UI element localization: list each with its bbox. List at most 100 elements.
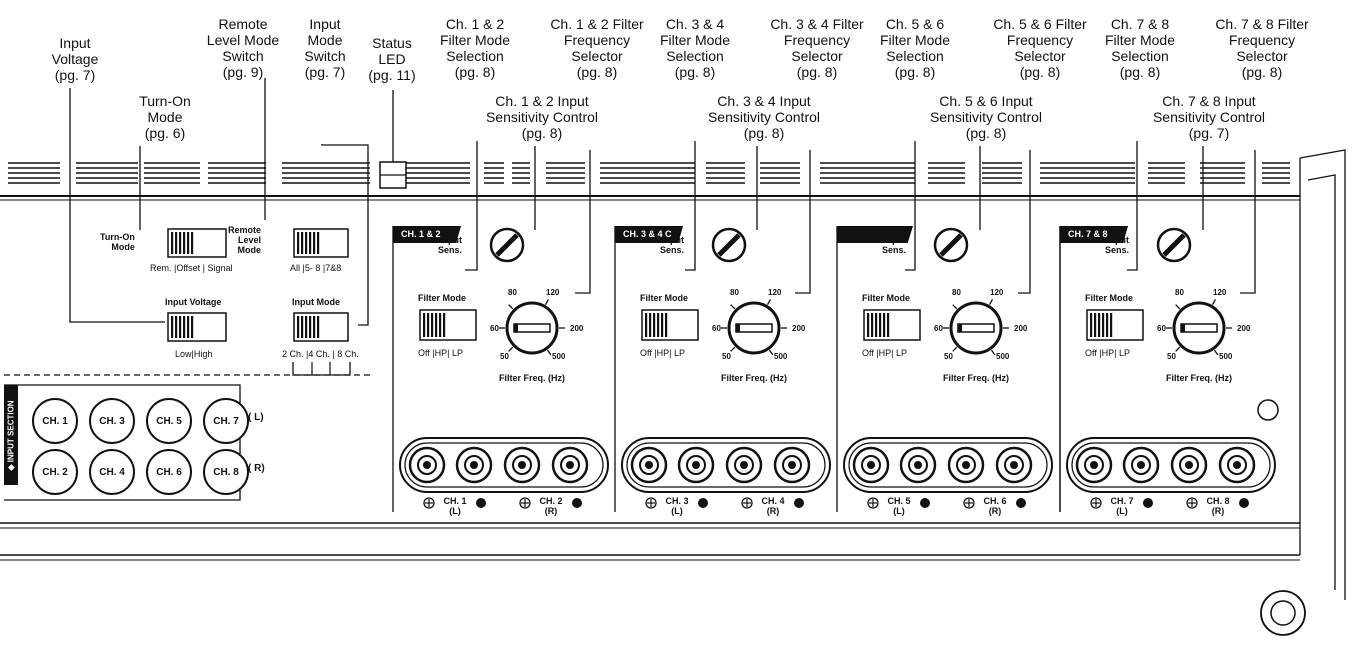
channel-group-3-filter-freq-label: Filter Freq. (Hz) bbox=[942, 373, 1010, 383]
turn-on-mode-switch-grip bbox=[179, 232, 182, 254]
channel-group-2-filter-freq-tick-label: 120 bbox=[768, 288, 782, 297]
channel-group-3-filter-mode-switch-grip bbox=[887, 313, 890, 337]
channel-group-1-minus-marker bbox=[572, 498, 582, 508]
channel-group-2-filter-freq-tick bbox=[730, 346, 736, 352]
channel-group-4-input-sens-label: Input Sens. bbox=[1105, 235, 1130, 255]
channel-group-4-filter-freq-tick-label: 120 bbox=[1213, 288, 1227, 297]
callout-ch78-filter-freq: Ch. 7 & 8 Filter Frequency Selector (pg.… bbox=[1215, 16, 1309, 80]
channel-group-1-filter-freq-tick-label: 50 bbox=[500, 352, 509, 361]
channel-group-4-speaker-terminal bbox=[1185, 461, 1193, 469]
channel-group-1-speaker-terminal bbox=[423, 461, 431, 469]
channel-group-2-filter-mode-switch-grip bbox=[665, 313, 668, 337]
channel-group-2-minus-marker bbox=[698, 498, 708, 508]
channel-group-1-speaker-terminal bbox=[518, 461, 526, 469]
channel-group-4-filter-mode-switch-grip bbox=[1094, 313, 1097, 337]
rca-input-4: CH. 4 bbox=[89, 449, 135, 495]
turn-on-mode-switch-grip bbox=[183, 232, 186, 254]
input-voltage-switch-grip bbox=[179, 316, 182, 338]
channel-group-4-speaker-terminal bbox=[1233, 461, 1241, 469]
channel-group-1-filter-freq-tick bbox=[508, 304, 514, 310]
channel-group-2-tab: CH. 3 & 4 C bbox=[615, 226, 683, 243]
channel-group-4-filter-freq-tick-label: 500 bbox=[1219, 352, 1233, 361]
channel-group-1-filter-mode-switch-grip bbox=[439, 313, 442, 337]
input-mode-options: 2 Ch. |4 Ch. | 8 Ch. bbox=[282, 349, 359, 359]
leader-line bbox=[905, 141, 916, 271]
channel-group-2-filter-mode-switch-grip bbox=[661, 313, 664, 337]
channel-group-2-filter-freq-tick-label: 60 bbox=[712, 324, 721, 333]
leader-line bbox=[1240, 150, 1256, 294]
channel-group-2-speaker-b-label: CH. 4 (R) bbox=[761, 496, 785, 516]
callout-ch12-filter-mode: Ch. 1 & 2 Filter Mode Selection (pg. 8) bbox=[439, 16, 511, 80]
channel-group-1-minus-marker bbox=[476, 498, 486, 508]
turn-on-mode-switch-grip bbox=[171, 232, 174, 254]
leader-line bbox=[1127, 141, 1138, 271]
channel-group-4-filter-mode-switch-grip bbox=[1102, 313, 1105, 337]
remote-level-mode-options: All |5- 8 |7&8 bbox=[290, 263, 342, 273]
right-frame bbox=[1299, 149, 1346, 600]
callout-ch34-input-sens: Ch. 3 & 4 Input Sensitivity Control (pg.… bbox=[707, 93, 821, 141]
input-section-label-text: ◆ INPUT SECTION bbox=[6, 399, 16, 471]
channel-group-1-filter-mode-switch-grip bbox=[427, 313, 430, 337]
channel-group-4-filter-freq-label: Filter Freq. (Hz) bbox=[1165, 373, 1233, 383]
channel-group-3-speaker-terminal bbox=[867, 461, 875, 469]
input-voltage-switch-grip bbox=[187, 316, 190, 338]
channel-group-3-speaker-terminal bbox=[914, 461, 922, 469]
right-channel-marker: ( R) bbox=[248, 463, 265, 474]
callout-ch34-filter-mode: Ch. 3 & 4 Filter Mode Selection (pg. 8) bbox=[659, 16, 731, 80]
channel-group-1-filter-freq-label: Filter Freq. (Hz) bbox=[498, 373, 566, 383]
channel-group-4-filter-mode-switch bbox=[1086, 309, 1144, 341]
channel-group-3-speaker-terminal bbox=[1010, 461, 1018, 469]
input-voltage-switch-grip bbox=[175, 316, 178, 338]
turn-on-mode-switch-grip bbox=[187, 232, 190, 254]
callout-status-led: Status LED (pg. 11) bbox=[368, 35, 416, 83]
channel-group-1-filter-freq-tick-label: 200 bbox=[570, 324, 584, 333]
channel-group-2-filter-freq-tick bbox=[730, 304, 736, 310]
channel-group-4-filter-freq-tick-label: 60 bbox=[1157, 324, 1166, 333]
turn-on-mode-switch bbox=[167, 228, 227, 258]
input-voltage-options: Low|High bbox=[175, 349, 213, 359]
channel-group-4-filter-freq-tick bbox=[1211, 299, 1217, 305]
channel-group-4-filter-freq-tick-label: 200 bbox=[1237, 324, 1251, 333]
channel-group-4-filter-mode-label: Filter Mode bbox=[1085, 293, 1134, 303]
channel-group-3-filter-mode-label: Filter Mode bbox=[862, 293, 911, 303]
input-mode-bracket bbox=[292, 362, 351, 376]
channel-group-3-filter-freq-pointer bbox=[958, 324, 962, 332]
right-frame bbox=[1307, 174, 1336, 590]
leader-line bbox=[685, 141, 696, 271]
channel-group-1-speaker-terminal bbox=[566, 461, 574, 469]
remote-level-mode-switch-grip bbox=[317, 232, 320, 254]
channel-group-2-filter-freq-tick-label: 200 bbox=[792, 324, 806, 333]
channel-group-2-filter-mode-switch-grip bbox=[645, 313, 648, 337]
leader-line bbox=[795, 150, 811, 294]
channel-group-2-filter-freq-tick-label: 50 bbox=[722, 352, 731, 361]
channel-group-3-filter-freq-tick bbox=[988, 299, 994, 305]
remote-level-mode-switch-grip bbox=[305, 232, 308, 254]
mount-hole bbox=[1260, 590, 1306, 636]
channel-group-3-filter-freq-tick bbox=[952, 346, 958, 352]
turn-on-mode-label: Turn-On Mode bbox=[100, 232, 135, 252]
leader-line bbox=[1018, 150, 1031, 294]
channel-group-2-speaker-terminal bbox=[740, 461, 748, 469]
channel-group-2-filter-mode-switch-grip bbox=[649, 313, 652, 337]
rca-input-2: CH. 2 bbox=[32, 449, 78, 495]
input-mode-switch-grip bbox=[305, 316, 308, 338]
input-mode-label: Input Mode bbox=[292, 297, 340, 307]
input-mode-switch-grip bbox=[317, 316, 320, 338]
channel-group-4-filter-mode-switch-grip bbox=[1106, 313, 1109, 337]
channel-group-3-input-sens-label: Input Sens. bbox=[882, 235, 907, 255]
channel-group-4-filter-mode-options: Off |HP| LP bbox=[1085, 348, 1131, 358]
remote-level-mode-switch-grip bbox=[309, 232, 312, 254]
callout-ch56-filter-freq: Ch. 5 & 6 Filter Frequency Selector (pg.… bbox=[993, 16, 1087, 80]
callout-ch78-filter-mode: Ch. 7 & 8 Filter Mode Selection (pg. 8) bbox=[1104, 16, 1176, 80]
channel-group-3-filter-freq-tick-label: 200 bbox=[1014, 324, 1028, 333]
left-channel-marker: ( L) bbox=[248, 412, 264, 423]
callout-remote-level-mode: Remote Level Mode Switch (pg. 9) bbox=[206, 16, 280, 80]
channel-group-2-filter-mode-options: Off |HP| LP bbox=[640, 348, 686, 358]
callout-input-voltage: Input Voltage (pg. 7) bbox=[51, 35, 99, 83]
channel-group-1-filter-freq-pointer bbox=[514, 324, 518, 332]
rca-input-1: CH. 1 bbox=[32, 398, 78, 444]
channel-group-2-filter-mode-label: Filter Mode bbox=[640, 293, 689, 303]
channel-group-1-speaker-b-label: CH. 2 (R) bbox=[539, 496, 563, 516]
